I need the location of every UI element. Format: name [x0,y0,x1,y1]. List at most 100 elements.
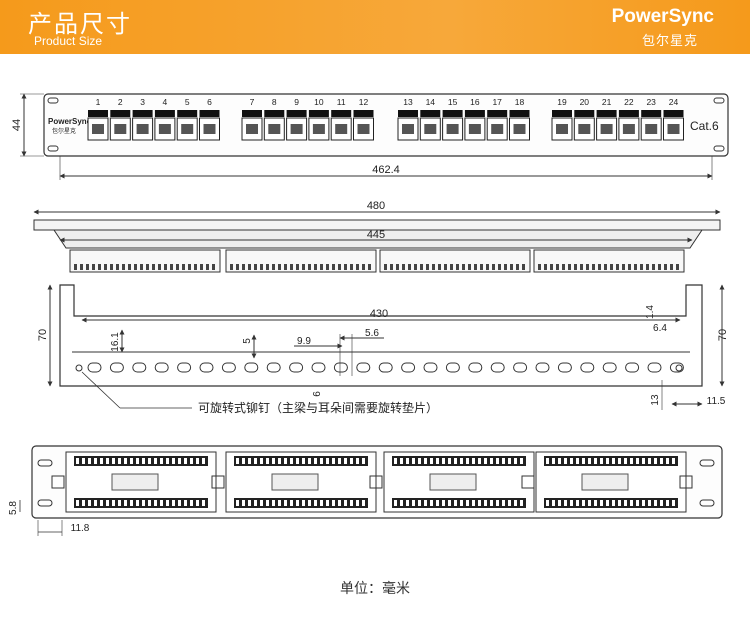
dim-430: 430 [370,308,388,320]
idc-pin [486,264,489,270]
port-label-block [199,110,220,117]
dim-width-462: 462.4 [372,164,400,176]
idc-slot [600,458,603,464]
rj45-socket [468,124,481,134]
idc-pin [80,264,83,270]
idc-slot [350,500,353,506]
idc-slot [636,458,639,464]
idc-slot [320,458,323,464]
port-number: 18 [515,97,525,107]
idc-slot [570,458,573,464]
idc-block-bottom [392,498,526,508]
idc-pin [338,264,341,270]
idc-slot [242,500,245,506]
idc-pin [74,264,77,270]
idc-slot [236,500,239,506]
idc-slot [254,500,257,506]
idc-slot [672,458,675,464]
idc-slot [94,500,97,506]
idc-slot [154,458,157,464]
idc-slot [278,500,281,506]
port-number: 5 [185,97,190,107]
port-number: 19 [557,97,567,107]
vent-slot [625,362,640,373]
idc-pin [420,264,423,270]
idc-slot [124,458,127,464]
idc-slot [344,458,347,464]
idc-pin [164,264,167,270]
idc-pin [362,264,365,270]
vent-slot [647,362,662,373]
idc-slot [624,458,627,464]
idc-slot [296,458,299,464]
idc-slot [424,458,427,464]
idc-pin [390,264,393,270]
port-label-block [331,110,352,117]
idc-pin [516,264,519,270]
port-label-block [154,110,175,117]
idc-slot [94,458,97,464]
idc-slot [344,500,347,506]
idc-slot [576,458,579,464]
top-view: 480 445 [33,200,721,273]
idc-slot [332,500,335,506]
port-number: 7 [250,97,255,107]
idc-slot [88,458,91,464]
idc-slot [82,458,85,464]
rj45-socket [92,124,104,134]
idc-pin [332,264,335,270]
idc-slot [362,458,365,464]
port-label-block [487,110,508,117]
idc-slot [106,458,109,464]
idc-slot [600,500,603,506]
port-label-block [442,110,463,117]
idc-slot [666,458,669,464]
idc-slot [546,500,549,506]
idc-slot [508,458,511,464]
vent-slot [266,362,281,373]
idc-slot [314,500,317,506]
idc-slot [332,458,335,464]
idc-pin [646,264,649,270]
port-number: 12 [359,97,369,107]
idc-block-top [544,456,678,466]
idc-slot [272,500,275,506]
rj45-socket [114,124,127,134]
vent-slot [580,362,595,373]
rj45-socket [645,124,658,134]
rj45-socket [491,124,504,134]
port-number: 14 [426,97,436,107]
idc-slot [302,458,305,464]
idc-slot [418,458,421,464]
idc-pin [622,264,625,270]
idc-slot [582,500,585,506]
idc-slot [190,458,193,464]
idc-pin [610,264,613,270]
page-subtitle: Product Size [34,34,103,48]
idc-pin [194,264,197,270]
idc-pin [468,264,471,270]
idc-slot [254,458,257,464]
vent-slot [109,362,124,373]
idc-slot [248,500,251,506]
idc-slot [466,500,469,506]
idc-slot [612,500,615,506]
idc-slot [460,458,463,464]
idc-pin [414,264,417,270]
idc-slot [564,458,567,464]
rj45-socket [357,124,370,134]
idc-slot [100,500,103,506]
idc-slot [478,458,481,464]
unit-label: 单位：毫米 [340,581,410,597]
port-label-block [398,110,418,117]
port-number: 1 [96,97,101,107]
rj45-socket [158,124,171,134]
idc-pin [408,264,411,270]
idc-slot [460,500,463,506]
idc-slot [236,458,239,464]
idc-pin [586,264,589,270]
idc-pin [344,264,347,270]
idc-pin [266,264,269,270]
rj45-socket [203,124,216,134]
idc-slot [454,458,457,464]
